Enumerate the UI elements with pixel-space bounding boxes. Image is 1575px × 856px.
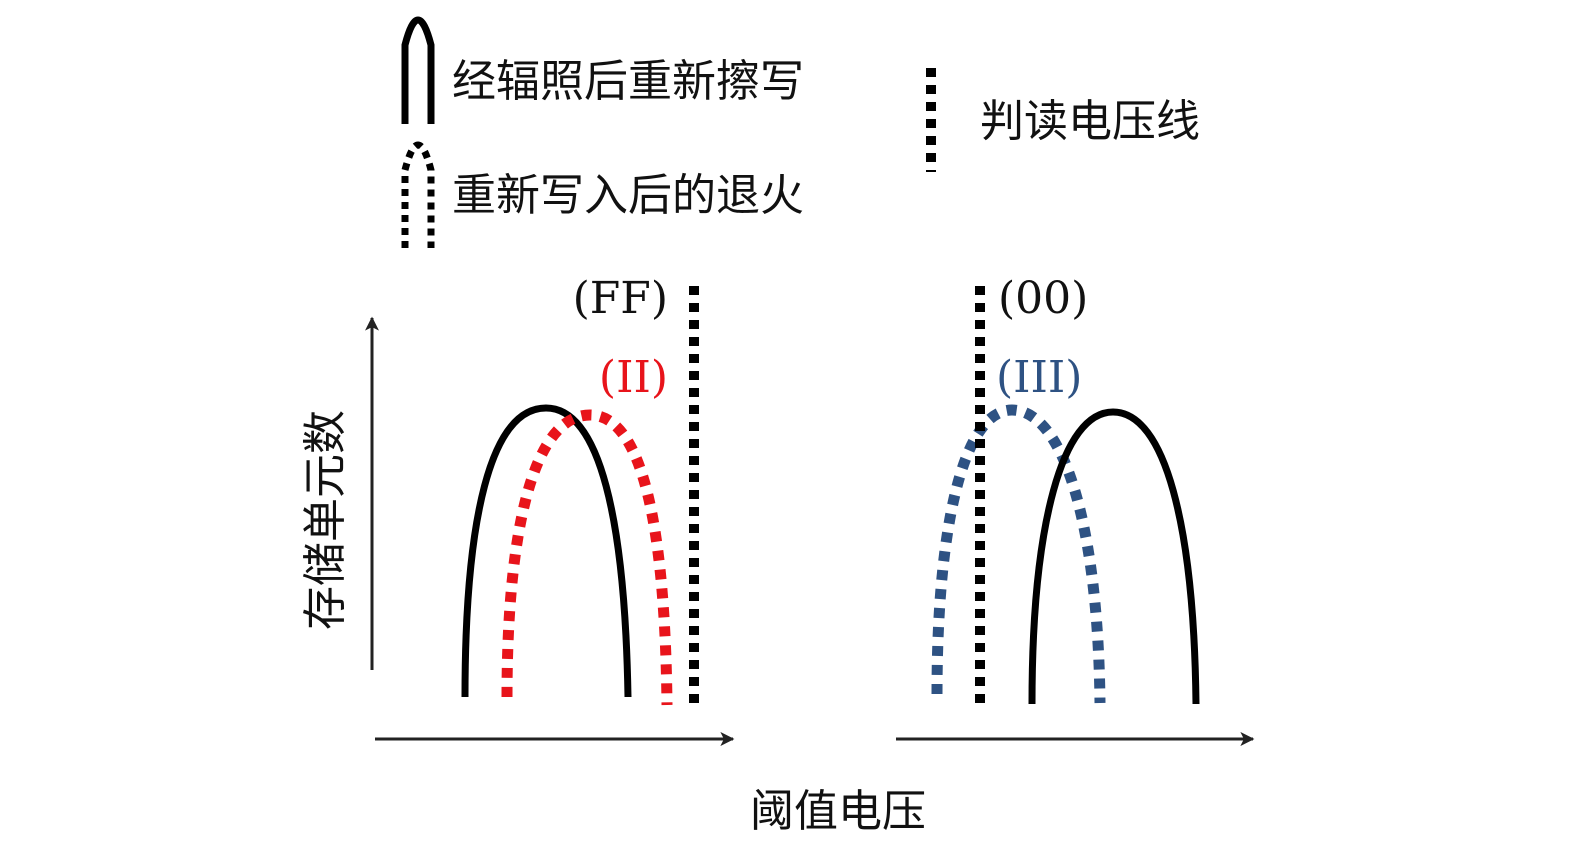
left-panel: (FF) (II): [461, 273, 699, 706]
legend-read-line-label: 判读电压线: [980, 96, 1200, 147]
left-state-label: (FF): [573, 273, 668, 324]
legend-dotted-label: 重新写入后的退火: [452, 170, 804, 221]
right-solid-distribution-curve: [1028, 408, 1200, 705]
right-panel: (00) (III): [931, 273, 1200, 706]
left-region-label: (II): [599, 352, 668, 403]
right-state-label: (00): [998, 273, 1088, 324]
left-red-dotted-distribution-curve: [501, 409, 673, 706]
legend-solid-curve-icon: [401, 16, 435, 124]
legend: 经辐照后重新擦写 重新写入后的退火 判读电压线: [401, 16, 1200, 248]
right-region-label: (III): [996, 352, 1082, 403]
y-axis-label: 存储单元数: [300, 410, 351, 630]
x-axis-label: 阈值电压: [750, 786, 926, 837]
legend-solid-label: 经辐照后重新擦写: [452, 56, 804, 107]
axes: 存储单元数 阈值电压: [300, 316, 1255, 837]
left-solid-distribution-curve: [461, 404, 632, 698]
right-blue-dotted-distribution-curve: [931, 404, 1106, 704]
legend-dotted-curve-icon: [401, 141, 435, 248]
